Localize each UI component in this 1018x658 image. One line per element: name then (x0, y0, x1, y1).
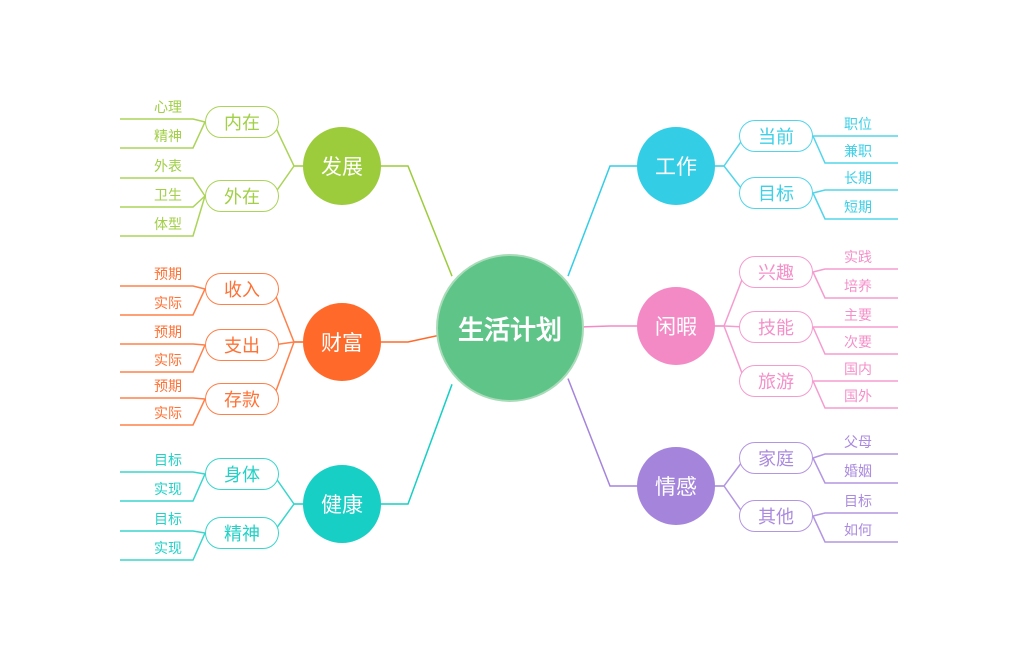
branch-node-0[interactable]: 发展 (303, 127, 381, 205)
leaf-node[interactable]: 实现 (154, 541, 182, 557)
leaf-node[interactable]: 卫生 (154, 188, 182, 204)
connector-hub-0-0 (271, 121, 304, 167)
sub-node[interactable]: 精神 (205, 517, 279, 549)
connector-leaf-1-1-1 (120, 344, 206, 373)
leaf-node[interactable]: 国内 (844, 362, 872, 378)
leaf-node[interactable]: 实际 (154, 406, 182, 422)
leaf-node[interactable]: 婚姻 (844, 464, 872, 480)
connector-center-2 (380, 384, 453, 505)
leaf-node[interactable]: 父母 (844, 435, 872, 451)
leaf-node[interactable]: 体型 (154, 217, 182, 233)
connector-leaf-4-2-1 (812, 380, 898, 409)
leaf-node[interactable]: 主要 (844, 308, 872, 324)
leaf-node[interactable]: 如何 (844, 523, 872, 539)
connector-leaf-0-1-1 (120, 195, 206, 208)
connector-leaf-1-1-0 (120, 343, 206, 346)
leaf-node[interactable]: 培养 (844, 279, 872, 295)
connector-leaf-0-1-2 (120, 195, 206, 237)
sub-node[interactable]: 技能 (739, 311, 813, 343)
connector-leaf-5-0-1 (812, 457, 898, 484)
sub-node[interactable]: 身体 (205, 458, 279, 490)
connector-leaf-2-1-1 (120, 532, 206, 561)
connector-leaf-3-1-1 (812, 192, 898, 220)
connector-leaf-2-1-0 (120, 530, 206, 534)
sub-node[interactable]: 收入 (205, 273, 279, 305)
connector-leaf-4-1-1 (812, 326, 898, 355)
leaf-node[interactable]: 实现 (154, 482, 182, 498)
leaf-node[interactable]: 目标 (844, 494, 872, 510)
leaf-node[interactable]: 目标 (154, 512, 182, 528)
connector-leaf-3-0-1 (812, 135, 898, 164)
connector-leaf-5-1-0 (812, 512, 898, 517)
connector-hub-1-0 (271, 288, 304, 343)
connector-leaf-1-0-0 (120, 285, 206, 290)
connector-center-5 (567, 378, 638, 487)
connector-leaf-3-1-0 (812, 189, 898, 194)
leaf-node[interactable]: 实践 (844, 250, 872, 266)
connector-leaf-0-0-1 (120, 121, 206, 149)
leaf-node[interactable]: 预期 (154, 267, 182, 283)
sub-node[interactable]: 其他 (739, 500, 813, 532)
connector-center-0 (380, 165, 453, 277)
leaf-node[interactable]: 实际 (154, 296, 182, 312)
leaf-node[interactable]: 次要 (844, 335, 872, 351)
sub-node[interactable]: 当前 (739, 120, 813, 152)
connector-leaf-5-1-1 (812, 515, 898, 543)
leaf-node[interactable]: 实际 (154, 353, 182, 369)
connector-leaf-2-0-1 (120, 473, 206, 502)
sub-node[interactable]: 支出 (205, 329, 279, 361)
leaf-node[interactable]: 国外 (844, 389, 872, 405)
leaf-node[interactable]: 兼职 (844, 144, 872, 160)
connector-leaf-2-0-0 (120, 471, 206, 475)
sub-node[interactable]: 旅游 (739, 365, 813, 397)
sub-node[interactable]: 家庭 (739, 442, 813, 474)
branch-node-1[interactable]: 财富 (303, 303, 381, 381)
leaf-node[interactable]: 预期 (154, 325, 182, 341)
sub-node[interactable]: 兴趣 (739, 256, 813, 288)
branch-node-3[interactable]: 工作 (637, 127, 715, 205)
connector-leaf-5-0-0 (812, 453, 898, 459)
leaf-node[interactable]: 预期 (154, 379, 182, 395)
connector-leaf-1-2-1 (120, 398, 206, 426)
leaf-node[interactable]: 长期 (844, 171, 872, 187)
leaf-node[interactable]: 心理 (154, 100, 182, 116)
connector-leaf-1-2-0 (120, 397, 206, 400)
branch-node-2[interactable]: 健康 (303, 465, 381, 543)
branch-node-5[interactable]: 情感 (637, 447, 715, 525)
connector-leaf-0-0-0 (120, 118, 206, 123)
leaf-node[interactable]: 外表 (154, 159, 182, 175)
connector-leaf-0-1-0 (120, 177, 206, 197)
connector-leaf-4-0-0 (812, 268, 898, 273)
sub-node[interactable]: 内在 (205, 106, 279, 138)
leaf-node[interactable]: 目标 (154, 453, 182, 469)
sub-node[interactable]: 外在 (205, 180, 279, 212)
sub-node[interactable]: 目标 (739, 177, 813, 209)
sub-node[interactable]: 存款 (205, 383, 279, 415)
leaf-node[interactable]: 短期 (844, 200, 872, 216)
connector-leaf-1-0-1 (120, 288, 206, 316)
connector-center-3 (567, 165, 638, 277)
connector-leaf-4-0-1 (812, 271, 898, 299)
center-node[interactable]: 生活计划 (436, 254, 584, 402)
leaf-node[interactable]: 精神 (154, 129, 182, 145)
leaf-node[interactable]: 职位 (844, 117, 872, 133)
branch-node-4[interactable]: 闲暇 (637, 287, 715, 365)
